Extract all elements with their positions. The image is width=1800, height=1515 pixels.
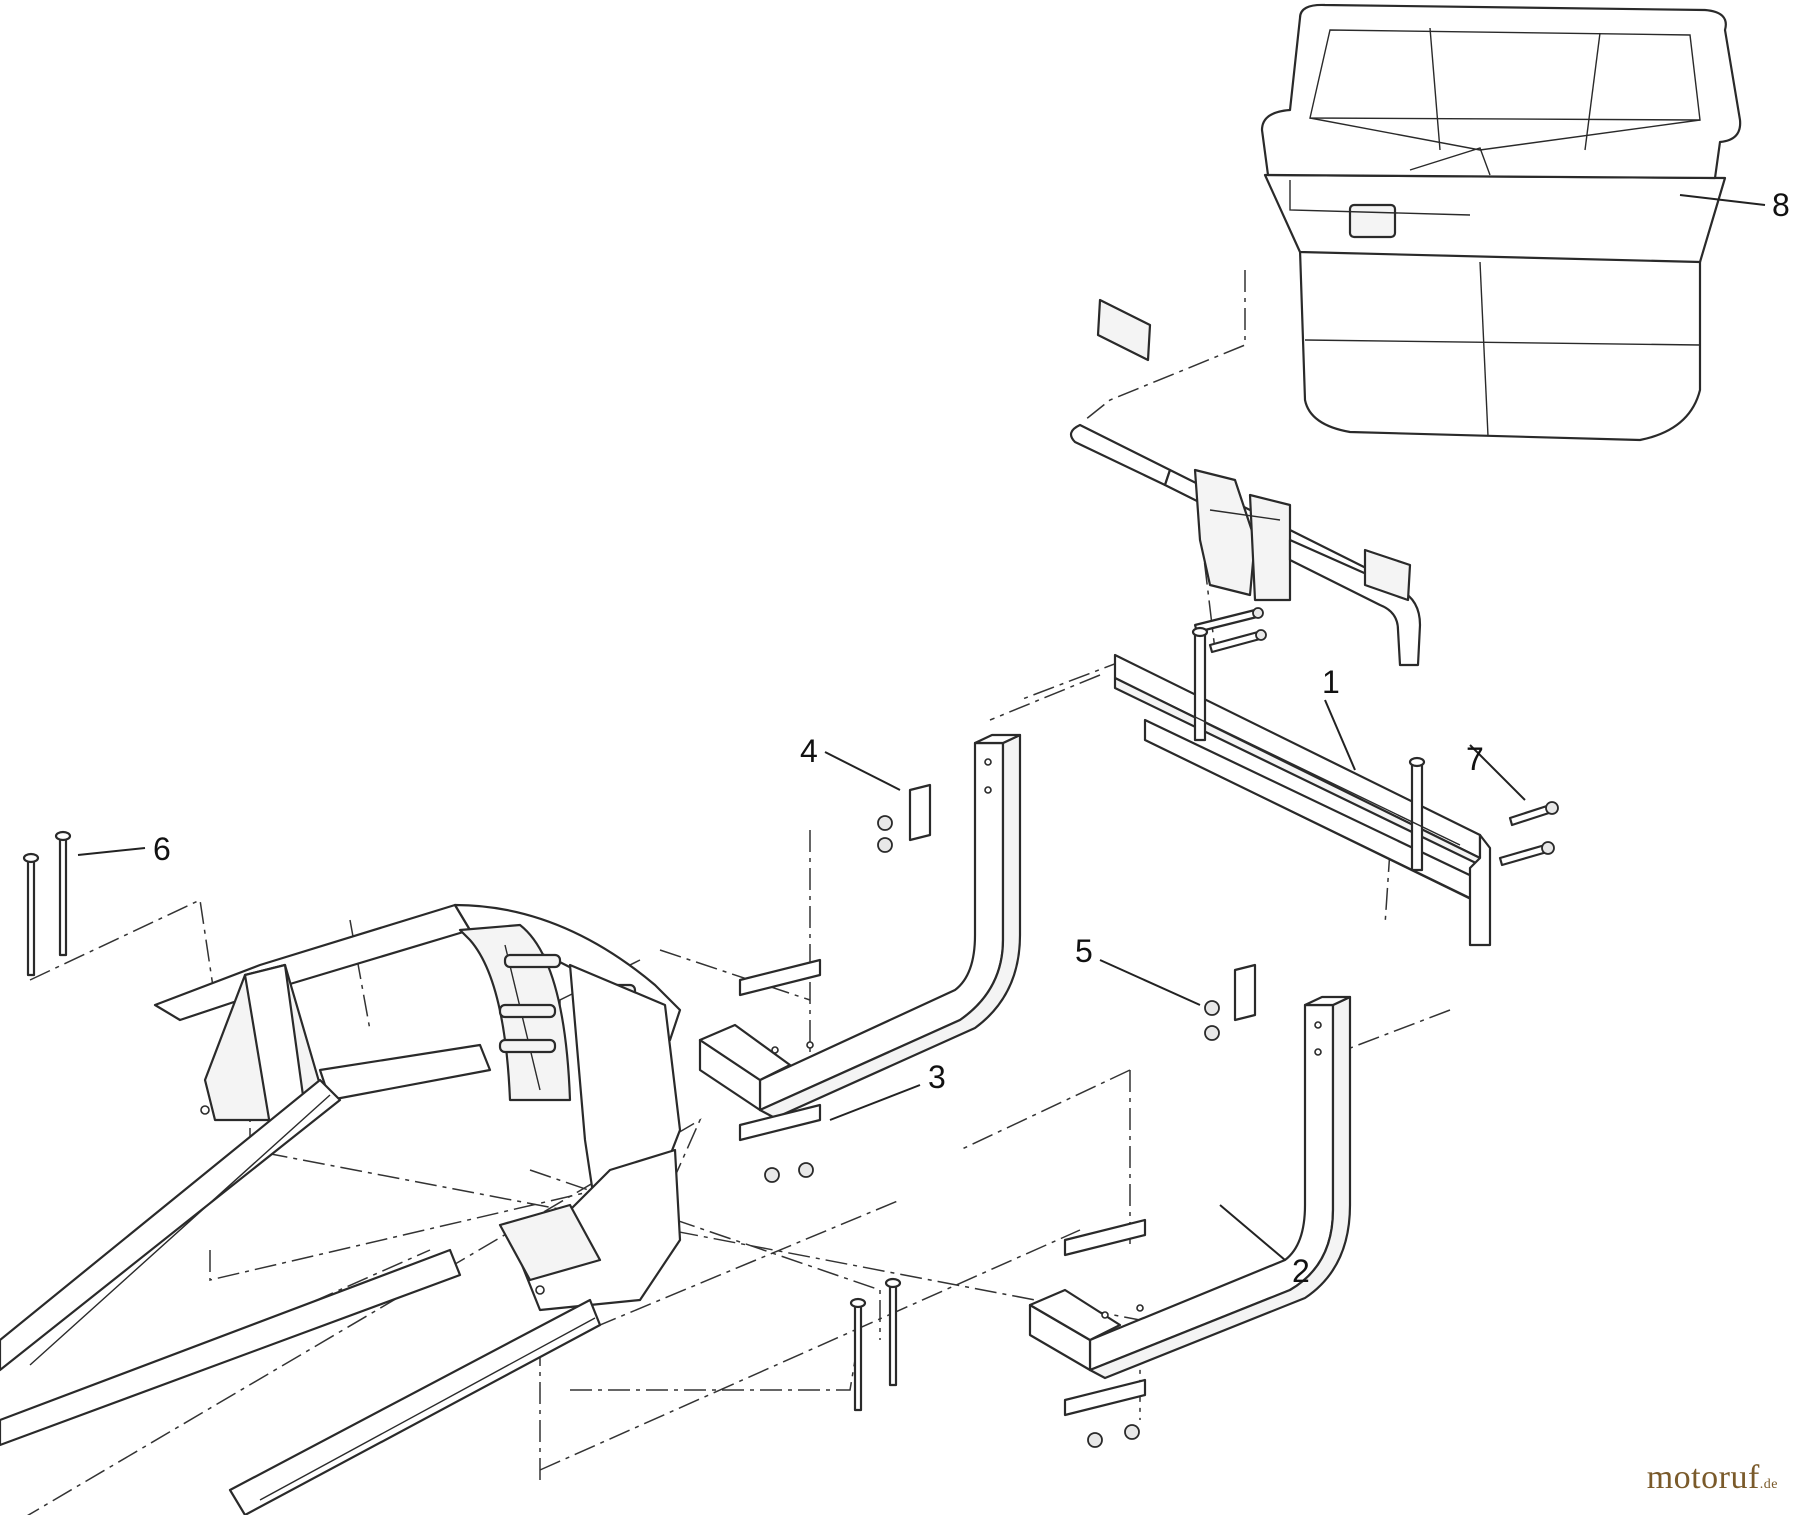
callout-8: 8 [1772, 187, 1790, 223]
callout-6: 6 [153, 831, 171, 867]
callout-5: 5 [1075, 933, 1093, 969]
watermark-suffix: .de [1759, 1477, 1778, 1492]
part-6-pins [22, 830, 902, 1412]
callout-3: 3 [928, 1059, 946, 1095]
leader-lines [77, 194, 1766, 1261]
callout-4: 4 [800, 733, 818, 769]
mower-frame [0, 903, 682, 1515]
callout-1: 1 [1322, 664, 1340, 700]
bagger-latch-assembly [1069, 298, 1422, 667]
watermark-logo: motoruf.de [1647, 1459, 1778, 1497]
watermark-brand: motoruf [1646, 1459, 1760, 1496]
alignment-lines [0, 270, 1451, 1515]
part-7-bolts [1498, 801, 1559, 867]
callout-2: 2 [1292, 1253, 1310, 1289]
part-8-bagger [1260, 3, 1742, 442]
callout-labels: 1 2 3 4 5 6 7 8 [153, 187, 1790, 1289]
part-2-right-arm [1028, 995, 1352, 1380]
callout-7: 7 [1466, 741, 1484, 777]
clamp-plates [738, 783, 1257, 1448]
part-3-left-arm [698, 733, 1022, 1120]
part-1-crossbar [1113, 626, 1492, 947]
